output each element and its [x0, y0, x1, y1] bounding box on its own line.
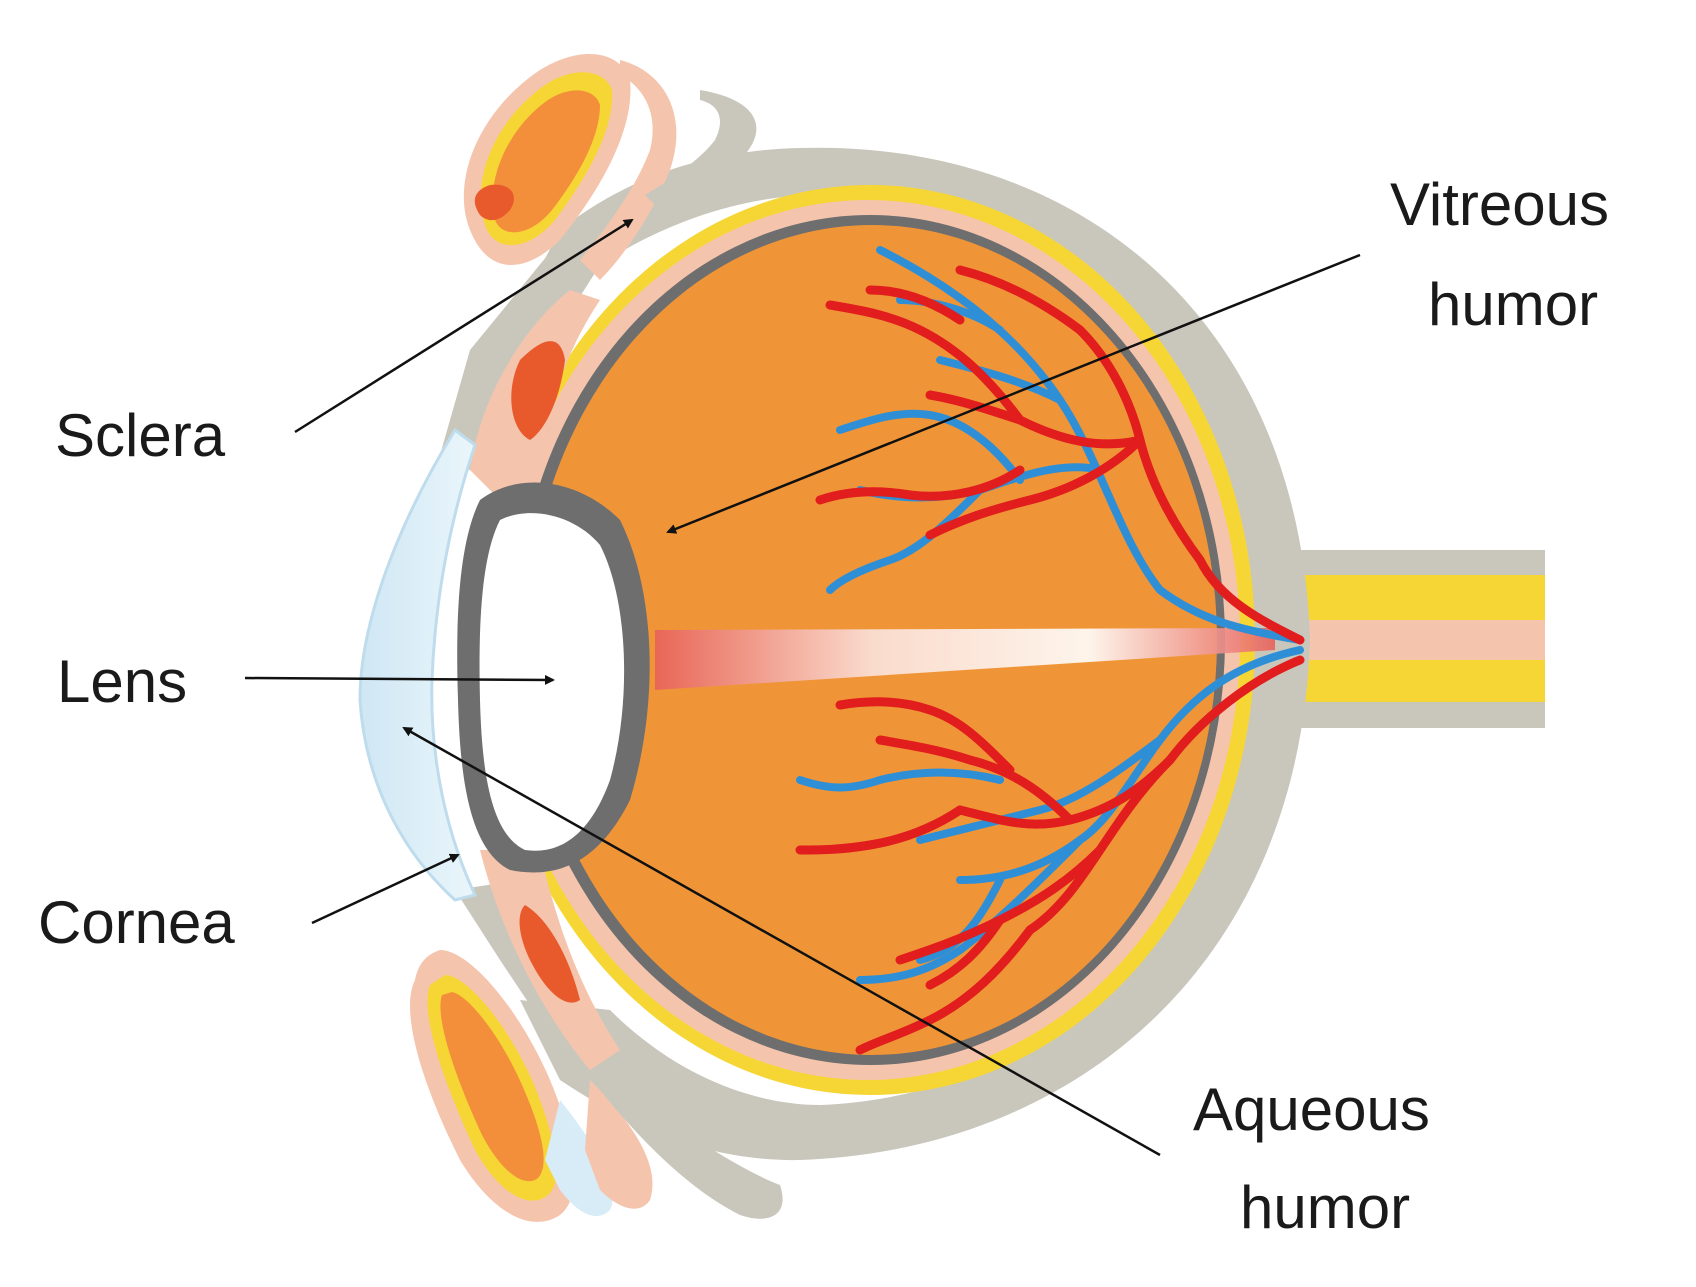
cornea [358, 427, 478, 902]
vitreous-pointer [666, 253, 1361, 534]
label-aqueous-line1: Aqueous [1193, 1076, 1430, 1143]
lens-pointer [244, 674, 555, 685]
optic-nerve [1260, 550, 1545, 728]
ciliary-muscle-upper [511, 341, 565, 440]
label-vitreous-line2: humor [1428, 271, 1598, 338]
cornea-pointer [311, 853, 460, 925]
lower-eyelid [410, 950, 783, 1222]
label-aqueous-line2: humor [1240, 1174, 1410, 1241]
retinal-veins [796, 246, 1304, 984]
ciliary-muscle-lower [519, 905, 580, 1003]
label-sclera: Sclera [55, 402, 226, 469]
label-vitreous-line1: Vitreous [1390, 171, 1609, 238]
retinal-arteries [795, 265, 1305, 1055]
leader-lines [244, 218, 1361, 1157]
sclera-pointer [294, 218, 634, 434]
visual-axis-band [655, 628, 1275, 690]
aqueous-pointer [402, 726, 1161, 1157]
label-cornea: Cornea [38, 889, 235, 956]
label-lens: Lens [57, 648, 187, 715]
upper-eyelid [463, 53, 757, 280]
